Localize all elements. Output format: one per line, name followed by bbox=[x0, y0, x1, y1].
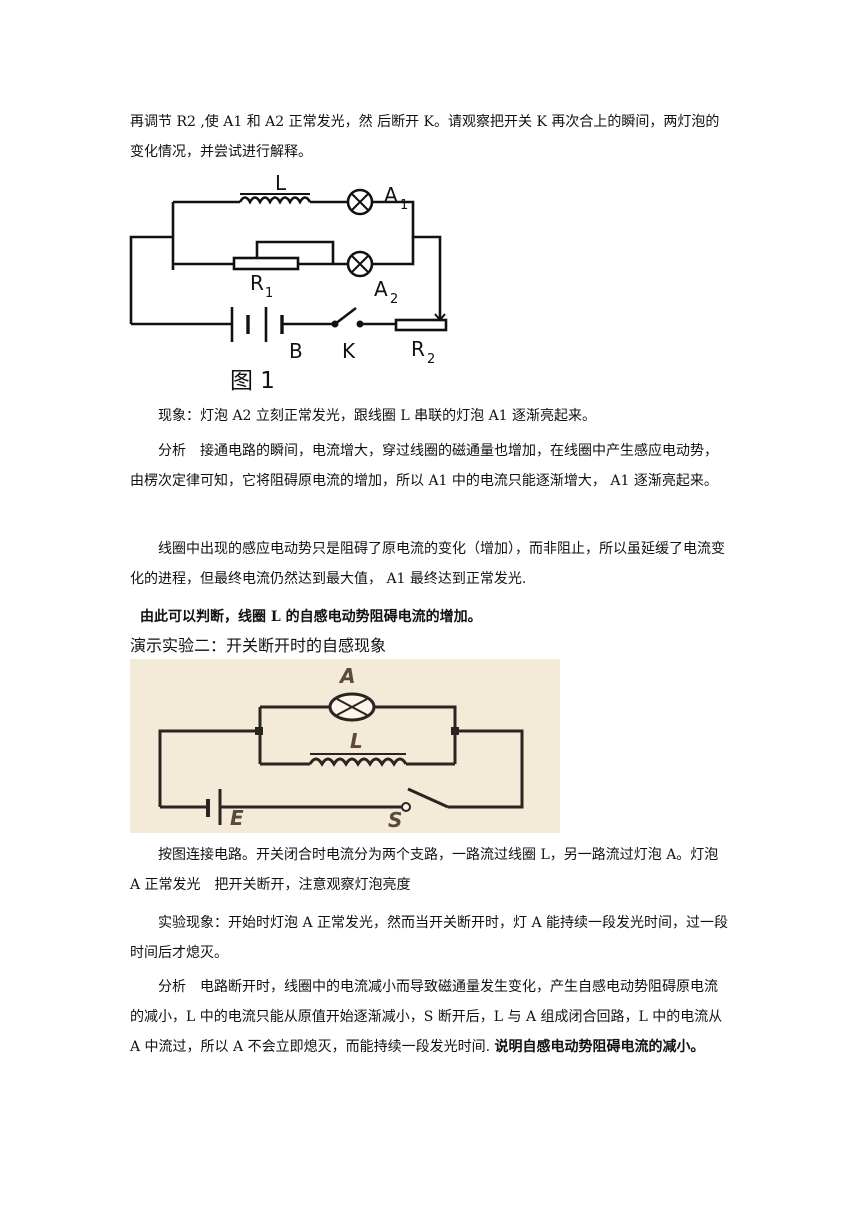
rheostat-R2 bbox=[394, 318, 448, 332]
conclusion-1: 由此可以判断，线圈 L 的自感电动势阻碍电流的增加。 bbox=[140, 609, 482, 625]
phenomenon-1: 现象：灯泡 A2 立刻正常发光，跟线圈 L 串联的灯泡 A1 逐渐亮起来。 bbox=[158, 408, 597, 424]
connect-paragraph: 按图连接电路。开关闭合时电流分为两个支路，一路流过线圈 L，另一路流过灯泡 A。… bbox=[130, 847, 719, 893]
label-R1-sub: 1 bbox=[265, 286, 273, 301]
coil-paragraph: 线圈中出现的感应电动势只是阻碍了原电流的变化（增加），而非阻止，所以虽延缓了电流… bbox=[130, 541, 725, 587]
label-L: L bbox=[350, 729, 363, 753]
rheostat-R1-slider bbox=[255, 240, 335, 264]
analysis-2-text: 分析 电路断开时，线圈中的电流减小而导致磁通量发生变化，产生自感电动势阻碍原电流… bbox=[130, 979, 723, 1055]
section-heading-2: 演示实验二：开关断开时的自感现象 bbox=[130, 636, 387, 655]
analysis-2: 分析 电路断开时，线圈中的电流减小而导致磁通量发生变化，产生自感电动势阻碍原电流… bbox=[130, 972, 730, 1062]
switch-S-node bbox=[401, 802, 411, 812]
label-K: K bbox=[342, 339, 356, 363]
wire-mid-join bbox=[372, 237, 415, 266]
wire-lamp-right bbox=[374, 705, 457, 764]
label-A2-sub: 2 bbox=[390, 292, 398, 307]
label-R1: R bbox=[250, 271, 264, 295]
label-L: L bbox=[275, 172, 287, 195]
junction-left bbox=[255, 727, 263, 735]
switch-S-blade bbox=[407, 787, 449, 809]
wire-left-outer bbox=[158, 729, 260, 807]
inductor-L-coil bbox=[238, 196, 312, 205]
analysis-2-conclusion: 说明自感电动势阻碍电流的减小。 bbox=[494, 1039, 705, 1055]
label-A: A bbox=[338, 664, 355, 688]
wire-left-outer bbox=[129, 235, 173, 324]
label-R2-sub: 2 bbox=[427, 352, 435, 367]
intro-paragraph: 再调节 R2 ,使 A1 和 A2 正常发光，然 后断开 K。请观察把开关 K … bbox=[130, 114, 720, 160]
label-A1-sub: 1 bbox=[400, 198, 408, 213]
label-A1: A bbox=[384, 183, 398, 207]
label-E: E bbox=[230, 806, 244, 830]
analysis-1: 分析 接通电路的瞬间，电流增大，穿过线圈的磁通量也增加，在线圈中产生感应电动势，… bbox=[130, 443, 718, 489]
label-B: B bbox=[289, 339, 303, 363]
junction-right bbox=[451, 727, 459, 735]
figure-1-caption: 图 1 bbox=[230, 368, 275, 394]
label-S: S bbox=[388, 808, 402, 832]
label-R2: R bbox=[411, 337, 425, 361]
label-A2: A bbox=[374, 277, 388, 301]
figure-2-background bbox=[130, 659, 560, 833]
inductor-L-coil bbox=[308, 757, 408, 767]
figure-1-circuit: L A 1 R 1 A 2 B K R 2 图 1 bbox=[129, 172, 448, 394]
figure-2-circuit: A L E S bbox=[130, 659, 560, 833]
switch-K-blade bbox=[334, 306, 357, 326]
wire-right-outer bbox=[448, 729, 524, 809]
rheostat-R1 bbox=[232, 256, 300, 271]
phenomenon-2: 实验现象：开始时灯泡 A 正常发光，然而当开关断开时，灯 A 能持续一段发光时间… bbox=[130, 915, 729, 961]
switch-K-contact bbox=[356, 320, 364, 328]
